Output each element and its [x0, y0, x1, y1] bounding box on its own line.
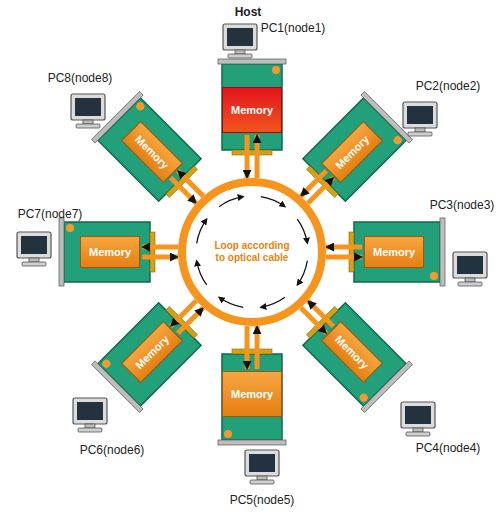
pci-board	[218, 349, 286, 445]
node-text: Memory	[89, 246, 131, 258]
loop-arrow	[261, 297, 285, 307]
memory-chip: Memory	[120, 120, 182, 182]
optical-cable	[326, 247, 362, 257]
loop-arrow	[197, 261, 207, 285]
node-text: Memory	[373, 246, 415, 258]
memory-chip: Memory	[321, 120, 383, 182]
host-label: Host	[235, 5, 262, 19]
node-text: Memory	[133, 132, 171, 170]
pci-board	[297, 297, 413, 413]
optical-loop: Loop according to optical cable	[177, 177, 327, 327]
pc-icon	[223, 24, 257, 58]
pc-icon	[403, 102, 437, 136]
optical-cable	[142, 247, 178, 257]
cable-line	[171, 178, 196, 203]
cable-line	[255, 135, 260, 178]
memory-chip: Memory	[222, 87, 282, 133]
loop-arrow	[219, 197, 243, 207]
loop-arrow	[219, 297, 243, 307]
cable-line	[245, 135, 250, 178]
ring-outline	[182, 182, 322, 322]
memory-chip: Memory	[321, 321, 383, 383]
pc-label: PC3(node3)	[430, 198, 495, 212]
optical-cable	[301, 171, 334, 204]
cable-line	[326, 245, 362, 250]
memory-chip: Memory	[80, 236, 140, 268]
pci-board	[91, 91, 207, 207]
cable-line	[142, 255, 178, 260]
pc-icon	[453, 252, 487, 286]
cable-line	[301, 171, 327, 196]
pc-label: PC2(node2)	[416, 79, 481, 93]
cable-line	[301, 308, 327, 333]
pc-icon	[73, 398, 107, 432]
optical-cable	[301, 301, 334, 334]
cable-line	[142, 245, 178, 250]
pc-icon	[245, 450, 279, 484]
node-text: Loop according to optical cable	[210, 240, 294, 265]
pc-label: PC1(node1)	[261, 21, 326, 35]
cable-line	[178, 171, 203, 196]
node-text: Memory	[231, 104, 273, 116]
pc-label: PC7(node7)	[18, 207, 83, 221]
node-text: Memory	[231, 388, 273, 400]
pci-board	[349, 218, 445, 286]
cable-line	[308, 301, 334, 326]
cable-line	[308, 178, 334, 203]
pci-board	[91, 297, 207, 413]
loop-arrow	[261, 197, 285, 207]
pc-icon	[71, 94, 105, 128]
pci-board	[59, 218, 155, 286]
pc-label: PC4(node4)	[416, 441, 481, 455]
pci-board	[297, 91, 413, 207]
loop-arrow	[297, 261, 307, 285]
pc-icon	[401, 402, 435, 436]
optical-cable	[247, 326, 257, 369]
memory-chip: Memory	[120, 321, 182, 383]
pc-icon	[17, 232, 51, 266]
loop-arrow	[297, 219, 307, 243]
pc-label: PC6(node6)	[80, 443, 145, 457]
cable-line	[178, 308, 203, 333]
optical-cable	[171, 301, 203, 333]
cable-line	[255, 326, 260, 369]
node-text: Memory	[333, 333, 371, 371]
loop-arrow	[197, 219, 207, 243]
memory-chip: Memory	[222, 371, 282, 417]
node-text: Memory	[333, 132, 371, 170]
memory-chip: Memory	[364, 236, 424, 268]
cable-line	[326, 255, 362, 260]
pci-board	[218, 59, 286, 155]
cable-line	[245, 326, 250, 369]
node-text: Memory	[133, 333, 171, 371]
optical-cable	[171, 171, 203, 204]
pc-label: PC8(node8)	[48, 71, 113, 85]
optical-cable	[247, 135, 257, 178]
cable-line	[171, 301, 196, 326]
pc-label: PC5(node5)	[230, 493, 295, 507]
